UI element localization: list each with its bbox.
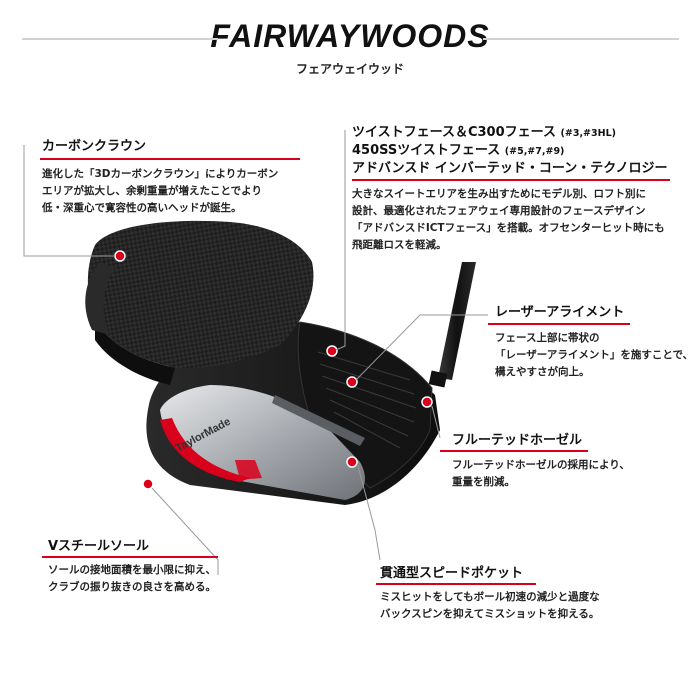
feature-body-carbon-crown: 進化した「3Dカーボンクラウン」によりカーボン エリアが拡大し、余剰重量が増えた… xyxy=(42,166,278,217)
body-line: 進化した「3Dカーボンクラウン」によりカーボン xyxy=(42,168,279,180)
body-line: ミスヒットをしてもボール初速の減少と過度な xyxy=(380,591,600,603)
title-rule-right xyxy=(483,38,679,40)
dot-crown xyxy=(114,250,126,262)
feature-body-laser-alignment: フェース上部に帯状の 「レーザーアライメント」を施すことで、 構えやすさが向上。 xyxy=(495,330,693,381)
feature-body-v-steel-sole: ソールの接地面積を最小限に抑え、 クラブの振り抜きの良さを高める。 xyxy=(48,562,216,596)
dot-alignment xyxy=(346,376,358,388)
underline-speed-pocket xyxy=(376,583,536,585)
feature-title-speed-pocket: 貫通型スピードポケット xyxy=(380,566,524,581)
body-line: 設計、最適化されたフェアウェイ専用設計のフェースデザイン xyxy=(352,205,646,217)
body-line: フェース上部に帯状の xyxy=(495,332,600,344)
body-line: 構えやすさが向上。 xyxy=(495,366,590,378)
feature-title-carbon-crown: カーボンクラウン xyxy=(42,139,147,154)
twist-face-note-2: (#5,#7,#9) xyxy=(504,146,565,157)
body-line: バックスピンを抑えてミスショットを抑える。 xyxy=(380,608,600,620)
club-shaft xyxy=(438,262,476,380)
twist-face-title-line3: アドバンスド インバーテッド・コーン・テクノロジー xyxy=(352,161,668,176)
feature-title-fluted-hosel: フルーテッドホーゼル xyxy=(452,433,583,448)
underline-fluted-hosel xyxy=(440,450,588,452)
twist-face-title-line2: 450SSツイストフェース (#5,#7,#9) xyxy=(352,143,565,158)
feature-body-speed-pocket: ミスヒットをしてもボール初速の減少と過度な バックスピンを抑えてミスショットを抑… xyxy=(380,589,600,623)
body-line: ソールの接地面積を最小限に抑え、 xyxy=(48,564,216,576)
feature-body-fluted-hosel: フルーテッドホーゼルの採用により、 重量を削減。 xyxy=(452,457,630,491)
sole-badge xyxy=(235,460,262,480)
title-rule-left xyxy=(22,38,218,40)
dot-face xyxy=(326,345,338,357)
feature-body-twist-face: 大きなスイートエリアを生み出すためにモデル別、ロフト別に 設計、最適化されたフェ… xyxy=(352,186,665,254)
carbon-crown-underside xyxy=(95,320,175,385)
body-line: 「アドバンスドICTフェース」を搭載。オフセンターヒット時にも xyxy=(352,222,665,234)
dot-pocket xyxy=(346,456,358,468)
dot-sole xyxy=(142,478,154,490)
callout-dots xyxy=(114,250,433,490)
dot-hosel xyxy=(421,396,433,408)
carbon-crown xyxy=(87,220,314,369)
twist-face-note-1: (#3,#3HL) xyxy=(560,128,616,139)
body-line: 低・深重心で寛容性の高いヘッドが誕生。 xyxy=(42,202,242,214)
sole-red-accent xyxy=(160,418,250,482)
underline-carbon-crown xyxy=(40,158,300,160)
body-line: 大きなスイートエリアを生み出すためにモデル別、ロフト別に xyxy=(352,188,646,200)
body-line: エリアが拡大し、余剰重量が増えたことでより xyxy=(42,185,262,197)
page-subtitle: フェアウェイウッド xyxy=(295,62,404,76)
speed-pocket xyxy=(272,395,365,446)
body-line: フルーテッドホーゼルの採用により、 xyxy=(452,459,630,471)
page-title: FAIRWAYWOODS xyxy=(210,18,490,54)
body-line: クラブの振り抜きの良さを高める。 xyxy=(48,581,216,593)
feature-title-laser-alignment: レーザーアライメント xyxy=(495,305,625,320)
carbon-crown-fin xyxy=(85,262,115,335)
body-line: 「レーザーアライメント」を施すことで、 xyxy=(495,349,694,361)
underline-v-steel-sole xyxy=(42,556,218,558)
underline-laser-alignment xyxy=(488,323,630,325)
twist-face-title-line1: ツイストフェース＆C300フェース (#3,#3HL) xyxy=(352,125,616,140)
body-line: 飛距離ロスを軽減。 xyxy=(352,239,447,251)
feature-title-v-steel-sole: Vスチールソール xyxy=(48,539,150,554)
underline-twist-face xyxy=(352,179,670,181)
body-line: 重量を削減。 xyxy=(452,476,515,488)
